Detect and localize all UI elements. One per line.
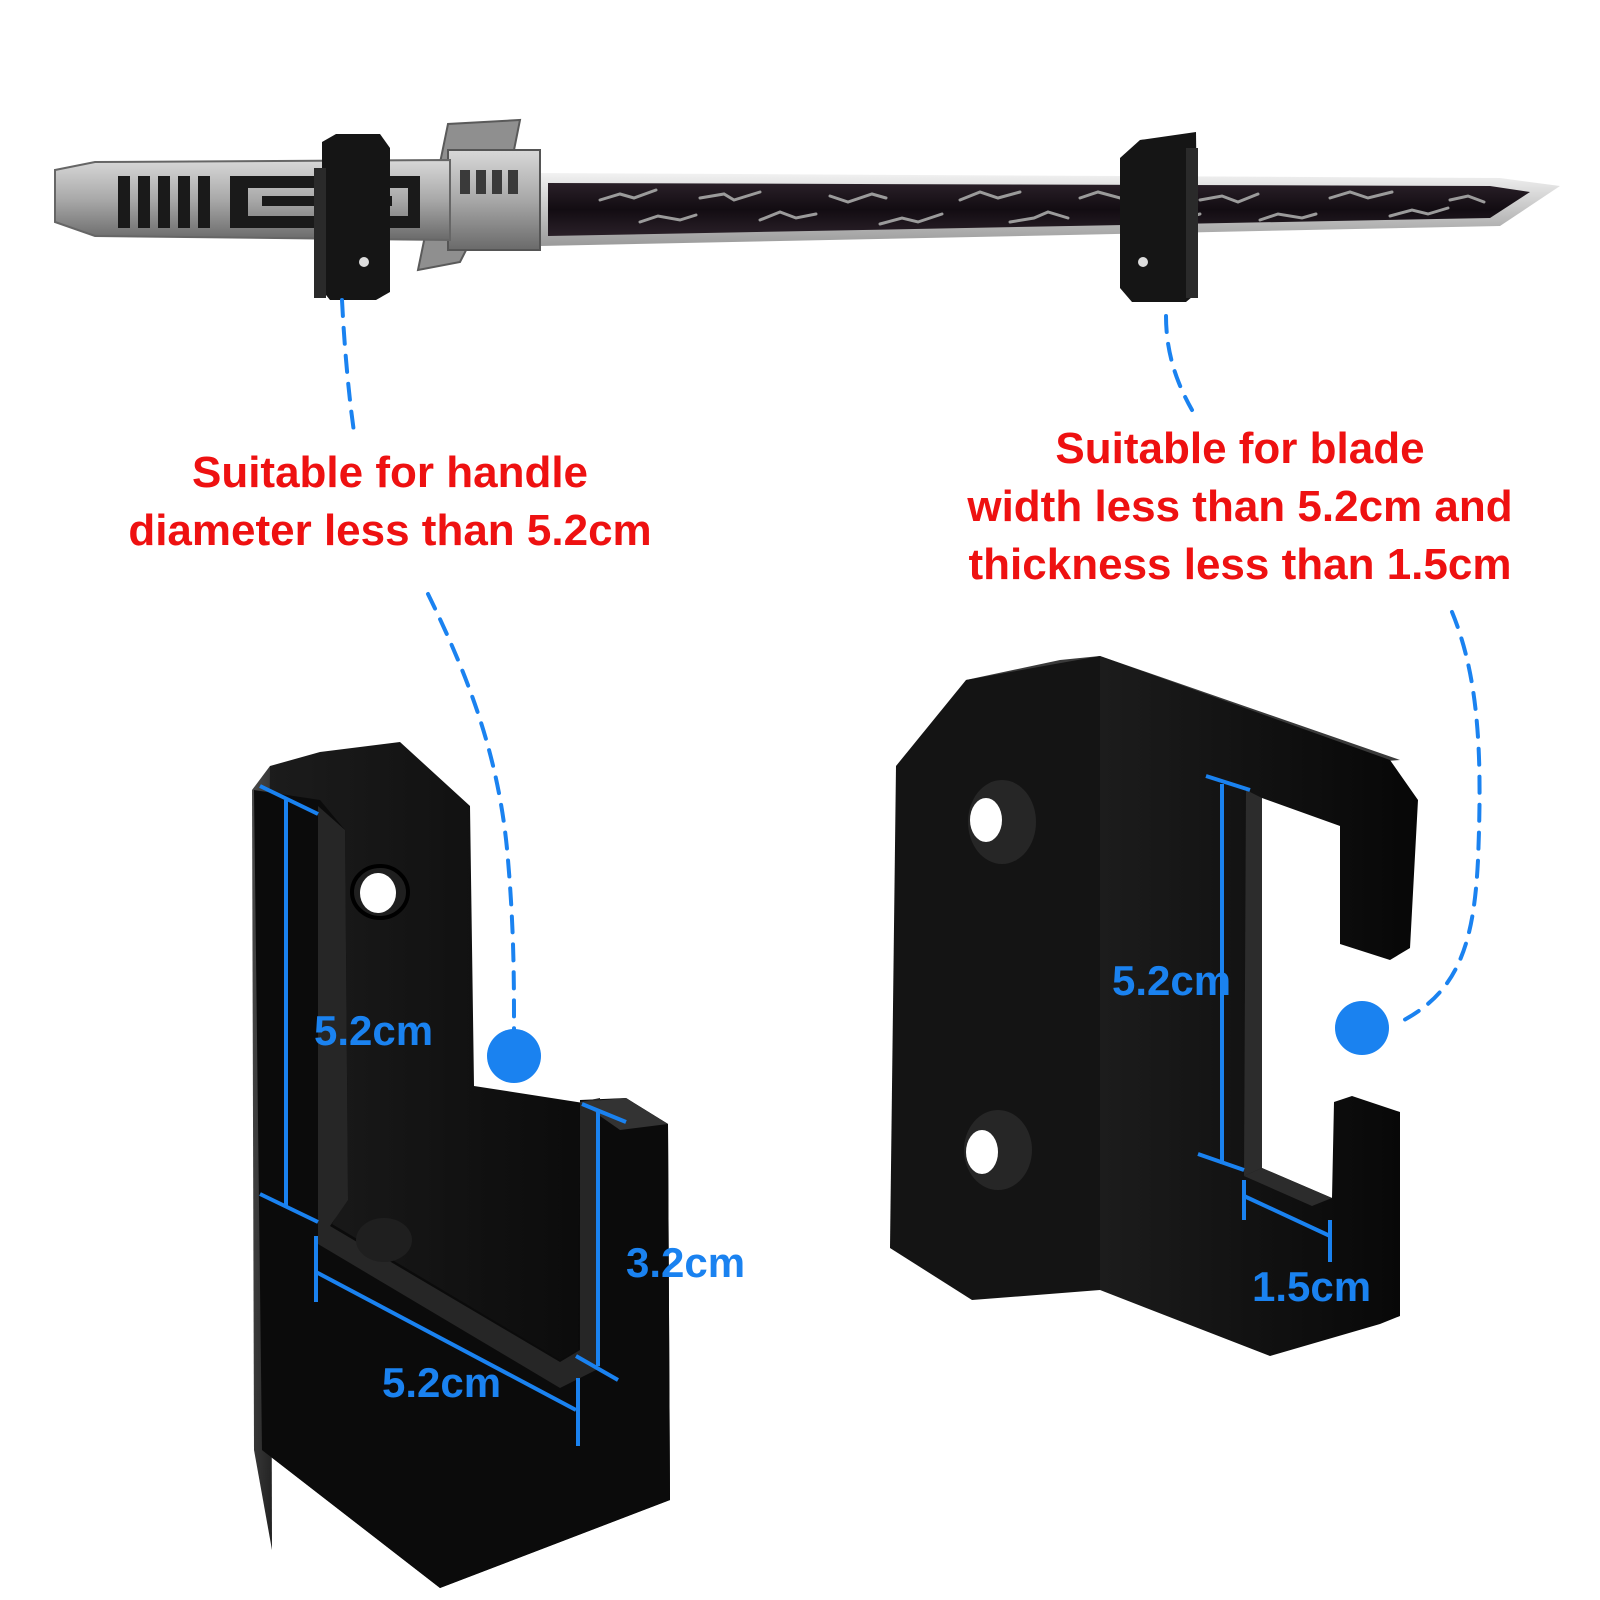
handle-bracket-lip-label: 3.2cm: [626, 1239, 746, 1286]
blade-callout-line: Suitable for blade: [1055, 424, 1425, 473]
blade-engraving: [548, 183, 1530, 236]
handle-callout-line: Suitable for handle: [191, 448, 589, 497]
connector-right-dot: [1402, 610, 1482, 1022]
blade-bracket-thickness-label: 1.5cm: [1252, 1263, 1372, 1310]
dimension-lines: [259, 774, 1332, 1446]
blade-bracket-backplate: [890, 656, 1100, 1300]
handle-bracket: [252, 742, 670, 1588]
handle-bracket-height-label: 5.2cm: [314, 1007, 434, 1054]
blade-wall-bracket: [1120, 132, 1198, 302]
handle-callout-line: diameter less than 5.2cm: [128, 506, 652, 555]
hilt-wall-bracket: [314, 134, 390, 300]
indicator-dot-right: [1335, 1001, 1389, 1055]
blade-bracket-height-label: 5.2cm: [1112, 957, 1232, 1004]
sword-display: [54, 118, 1560, 302]
guard-block: [447, 149, 541, 251]
handle-bracket-hook: [254, 790, 670, 1588]
blade-callout-line: width less than 5.2cm and: [967, 482, 1513, 531]
handle-bracket-width-label: 5.2cm: [382, 1359, 502, 1406]
blade-bracket-slot-edge: [1244, 790, 1262, 1176]
blade-bracket: [890, 656, 1418, 1356]
handle-callout: Suitable for handle diameter less than 5…: [40, 444, 740, 560]
connector-left-dot: [426, 592, 516, 1032]
screw-hole-icon: [359, 257, 369, 267]
blade-callout: Suitable for blade width less than 5.2cm…: [900, 420, 1580, 594]
screw-hole-icon: [356, 1218, 412, 1262]
connector-top-left: [340, 298, 356, 434]
screw-hole-icon: [1138, 257, 1148, 267]
blade-callout-line: thickness less than 1.5cm: [968, 540, 1512, 589]
indicator-dot-left: [487, 1029, 541, 1083]
connector-lines: [340, 298, 1482, 1032]
connector-top-right: [1164, 314, 1194, 412]
guard-slots: [460, 170, 518, 194]
